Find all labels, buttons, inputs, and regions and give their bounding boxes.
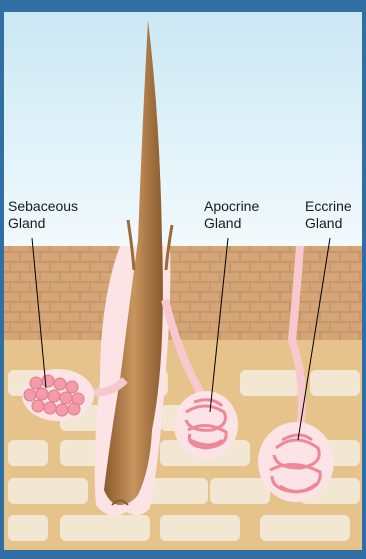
- apocrine-gland-label: Apocrine Gland: [204, 198, 259, 232]
- epidermis-layer: [4, 246, 362, 346]
- apocrine-label-line1: Apocrine: [204, 198, 259, 215]
- eccrine-gland-label: Eccrine Gland: [305, 198, 352, 232]
- sebaceous-label-line2: Gland: [8, 215, 78, 232]
- eccrine-label-line1: Eccrine: [305, 198, 352, 215]
- eccrine-label-line2: Gland: [305, 215, 352, 232]
- sebaceous-gland-label: Sebaceous Gland: [8, 198, 78, 232]
- sebaceous-label-line1: Sebaceous: [8, 198, 78, 215]
- apocrine-label-line2: Gland: [204, 215, 259, 232]
